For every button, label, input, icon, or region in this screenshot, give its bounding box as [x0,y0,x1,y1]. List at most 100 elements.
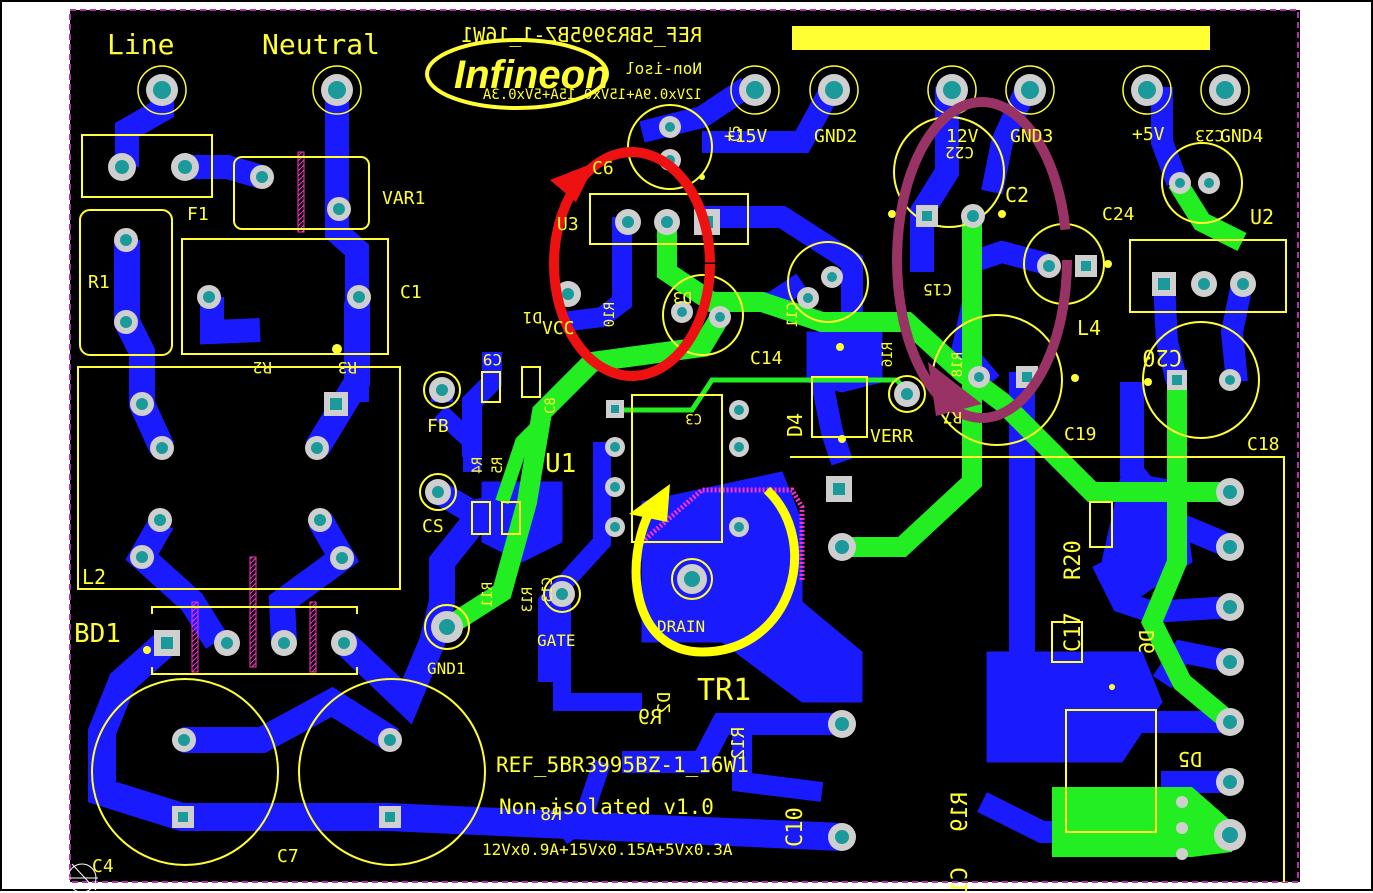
label-r9: R9 [638,705,662,729]
pad-round [1219,369,1241,391]
pad-round [659,116,681,138]
loop-red-arrowhead [550,162,596,202]
pad-round [1216,478,1244,506]
pad-round [1191,271,1217,297]
label-line: Line [107,28,174,61]
label-cs: CS [422,516,444,537]
ref-outputs: 12Vx0.9A+15Vx0.15A+5Vx0.3A [482,840,733,859]
testpoint-cs [425,479,451,505]
ref-title: REF_5BR3995BZ-1_16W1 [496,753,749,777]
pad-round [1216,593,1244,621]
label-neutral: Neutral [262,28,380,61]
label-r13: R13 [520,587,536,612]
label-c16: C16 [948,867,973,893]
board-outline [69,9,1299,883]
label-r4: R4 [470,457,486,474]
pad-round [828,823,856,851]
label-d1: D1 [523,308,542,327]
label-c3: C3 [685,410,702,426]
silk-dots [143,174,1152,690]
pad-round [605,437,625,457]
label-f1: F1 [187,204,209,225]
ref-title-mirrored: REF_5BR3995BZ-1_16W1 [461,23,702,47]
label-c13: C13 [540,577,556,602]
pad-round [150,436,174,460]
loop-yellow-arrow [631,486,800,657]
label-d6: D6 [1135,630,1159,654]
label-gnd3: GND3 [1010,126,1053,147]
label-var1: VAR1 [382,188,425,209]
loop-purple-arrowhead [928,362,982,416]
pad-round [968,366,990,388]
pad-square [916,205,938,227]
silkscreen-outlines [77,104,1287,882]
pad-round [114,310,138,334]
label-c11: C11 [785,302,801,327]
label-r5: R5 [490,457,506,474]
label-c14: C14 [750,348,783,369]
pad-round [312,65,362,115]
pad-round [961,204,985,228]
testpoint-verr [894,381,920,407]
label-r8: R8 [540,804,562,825]
pad-round [1216,708,1244,736]
label-c6: C6 [592,158,614,179]
label-l2: L2 [82,565,106,589]
label-d3: D3 [673,288,692,307]
pad-round [378,728,402,752]
pad-round [148,508,172,532]
label-c24: C24 [1102,204,1135,225]
ref-version-mirrored: Non-isol [625,59,702,78]
label-c4: C4 [92,856,114,877]
pad-round [114,228,138,252]
label-c23: C23 [1195,126,1224,145]
label-gnd4: GND4 [1220,126,1263,147]
label-r10: R10 [602,302,618,327]
pad-round [809,65,859,115]
testpoint-gnd1 [431,611,463,643]
label-r20: R20 [1061,540,1086,580]
pad-round [130,545,154,569]
label-p15v: +15V [724,126,768,147]
label-c9: C9 [483,350,502,369]
label-u1: U1 [545,449,576,479]
pad-round [330,546,354,570]
label-p5v: +5V [1132,124,1165,145]
label-c2: C2 [1005,183,1029,207]
pad-square [172,806,194,828]
loop-annotations [549,97,1072,657]
label-r18: R18 [950,352,966,377]
label-d5: D5 [1178,747,1202,771]
label-d2: D2 [654,692,675,714]
infineon-logo-swoosh [425,38,609,110]
pad-round [1216,768,1244,796]
pad-round [347,285,371,309]
label-c7: C7 [277,846,299,867]
pad-round [729,517,749,537]
label-p12v: 12V [946,126,979,147]
pad-round [1176,796,1188,860]
silkscreen-text: CAUTION : NON-ISOLATED OUTPUTS Infineon … [74,23,1280,893]
label-r12: R12 [728,727,749,760]
pad-round [1198,172,1220,194]
pad-round [821,266,843,288]
pad-square [1075,255,1097,277]
loop-purple-arrow [892,97,1072,423]
label-gnd2: GND2 [814,126,857,147]
pad-round [137,65,187,115]
pad-square [154,630,180,656]
testpoint-drain [677,564,707,594]
label-r1: R1 [88,272,110,293]
pad-round [730,65,780,115]
label-u2: U2 [1250,205,1274,229]
pad-round [197,285,221,309]
pad-square [324,392,348,416]
pad-round [1216,533,1244,561]
pad-round [1005,65,1055,115]
label-d4: D4 [783,413,807,437]
pad-round [327,197,351,221]
ref-version: Non-isolated v1.0 [499,795,714,819]
pad-round [729,437,749,457]
label-c1: C1 [400,282,422,303]
